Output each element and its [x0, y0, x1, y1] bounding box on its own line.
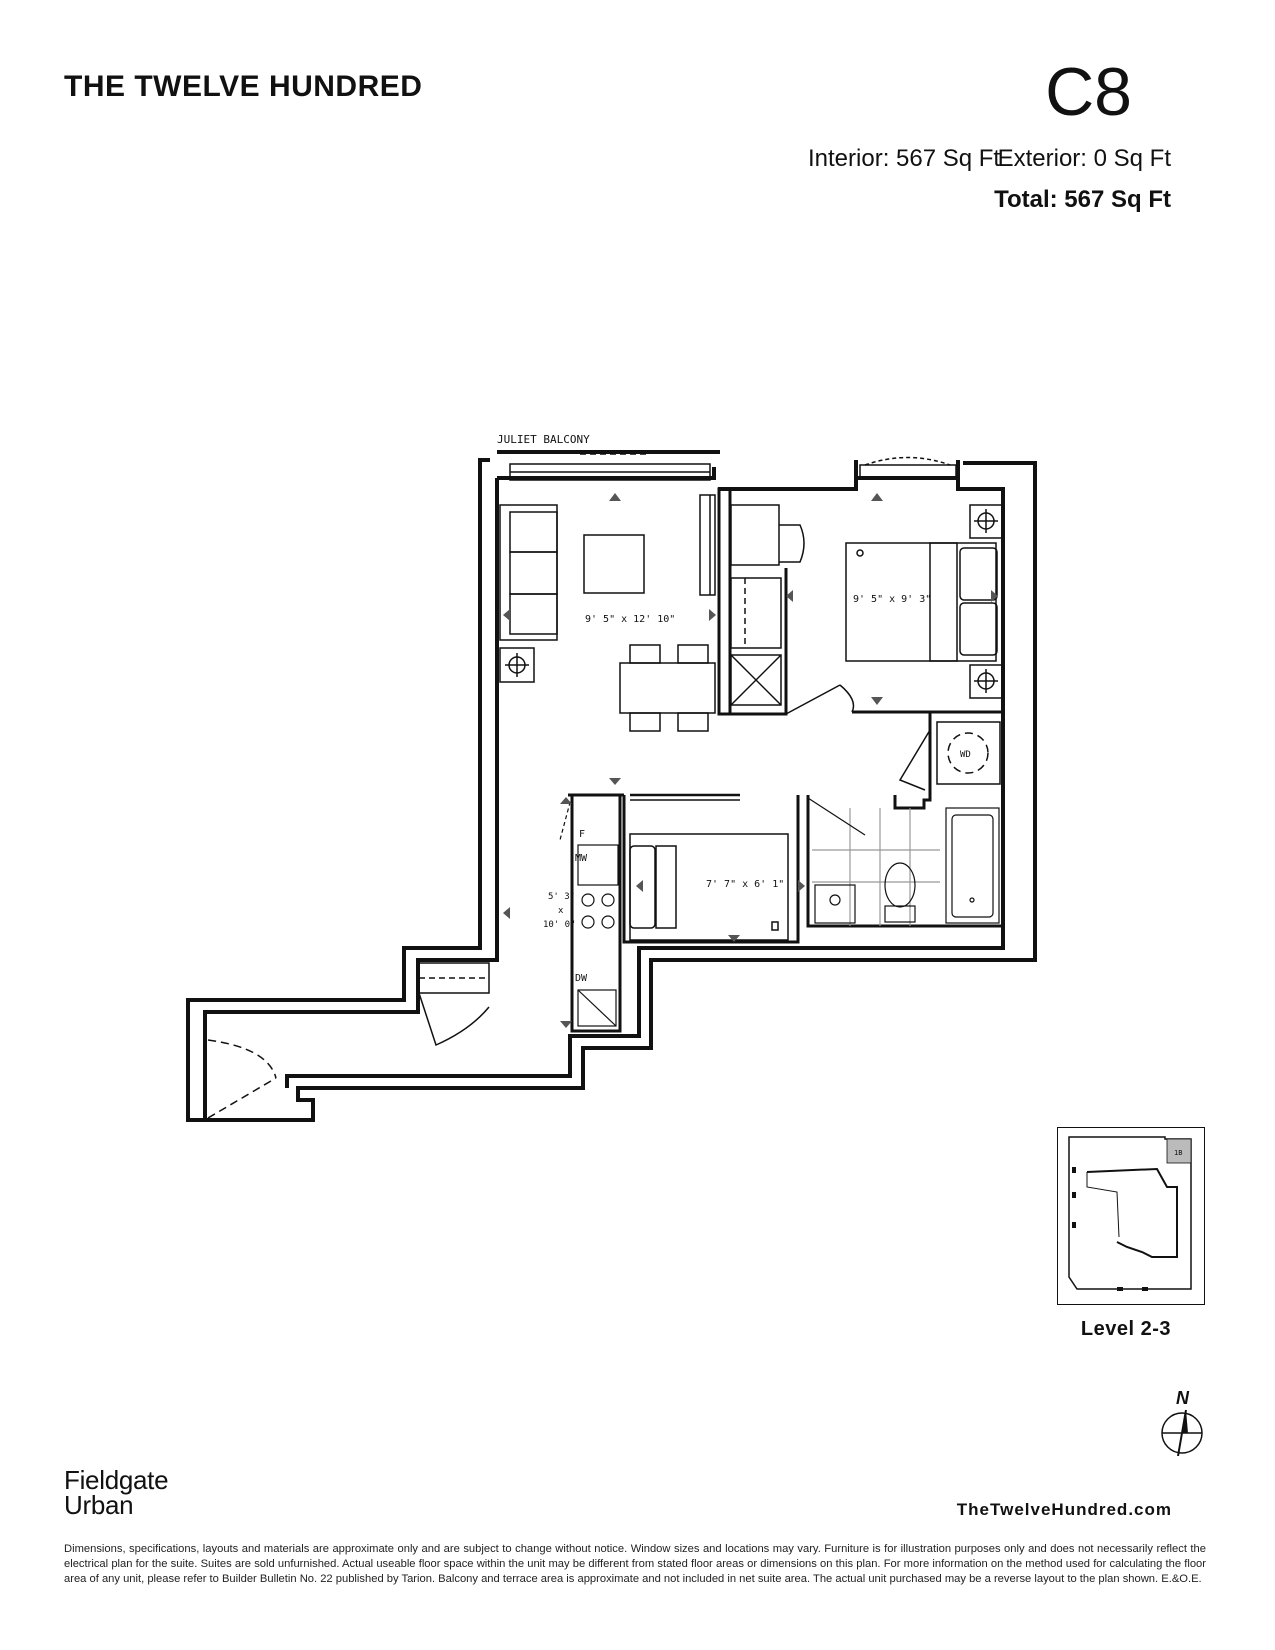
- den-dims: 7' 7" x 6' 1": [706, 879, 784, 890]
- website-link[interactable]: TheTwelveHundred.com: [956, 1500, 1172, 1519]
- brand-title: THE TWELVE HUNDRED: [64, 70, 423, 103]
- key-plan-unit-marker: 1B: [1174, 1149, 1182, 1157]
- exterior-area: Exterior: 0 Sq Ft: [997, 145, 1171, 172]
- disclaimer: Dimensions, specifications, layouts and …: [64, 1543, 1206, 1585]
- compass-north-label: N: [1176, 1388, 1190, 1408]
- unit-code: C8: [1045, 54, 1132, 130]
- fridge-label: F: [579, 829, 585, 840]
- north-compass-icon: N: [1161, 1388, 1203, 1456]
- developer-logo: Fieldgate Urban: [64, 1465, 169, 1520]
- dishwasher-label: DW: [575, 973, 588, 984]
- level-label: Level 2-3: [1080, 1318, 1171, 1340]
- living-dims: 9' 5" x 12' 10": [585, 614, 675, 625]
- key-plan: 1B: [1057, 1127, 1205, 1305]
- interior-area: Interior: 567 Sq Ft: [808, 145, 1001, 172]
- developer-logo-line1: Fieldgate: [64, 1465, 169, 1495]
- kitchen-dims-1: 5' 3": [548, 892, 575, 902]
- floor-plan: JULIET BALCONY 9' 5" x 12' 10": [186, 433, 1037, 1122]
- washer-dryer-label: WD: [960, 750, 971, 760]
- microwave-label: MW: [575, 853, 588, 864]
- total-area: Total: 567 Sq Ft: [994, 186, 1171, 213]
- kitchen-dims-2: 10' 0": [543, 920, 576, 930]
- developer-logo-line2: Urban: [64, 1490, 134, 1520]
- kitchen-dims-x: x: [558, 906, 564, 916]
- bedroom-dims: 9' 5" x 9' 3": [853, 594, 931, 605]
- balcony-label: JULIET BALCONY: [497, 433, 590, 446]
